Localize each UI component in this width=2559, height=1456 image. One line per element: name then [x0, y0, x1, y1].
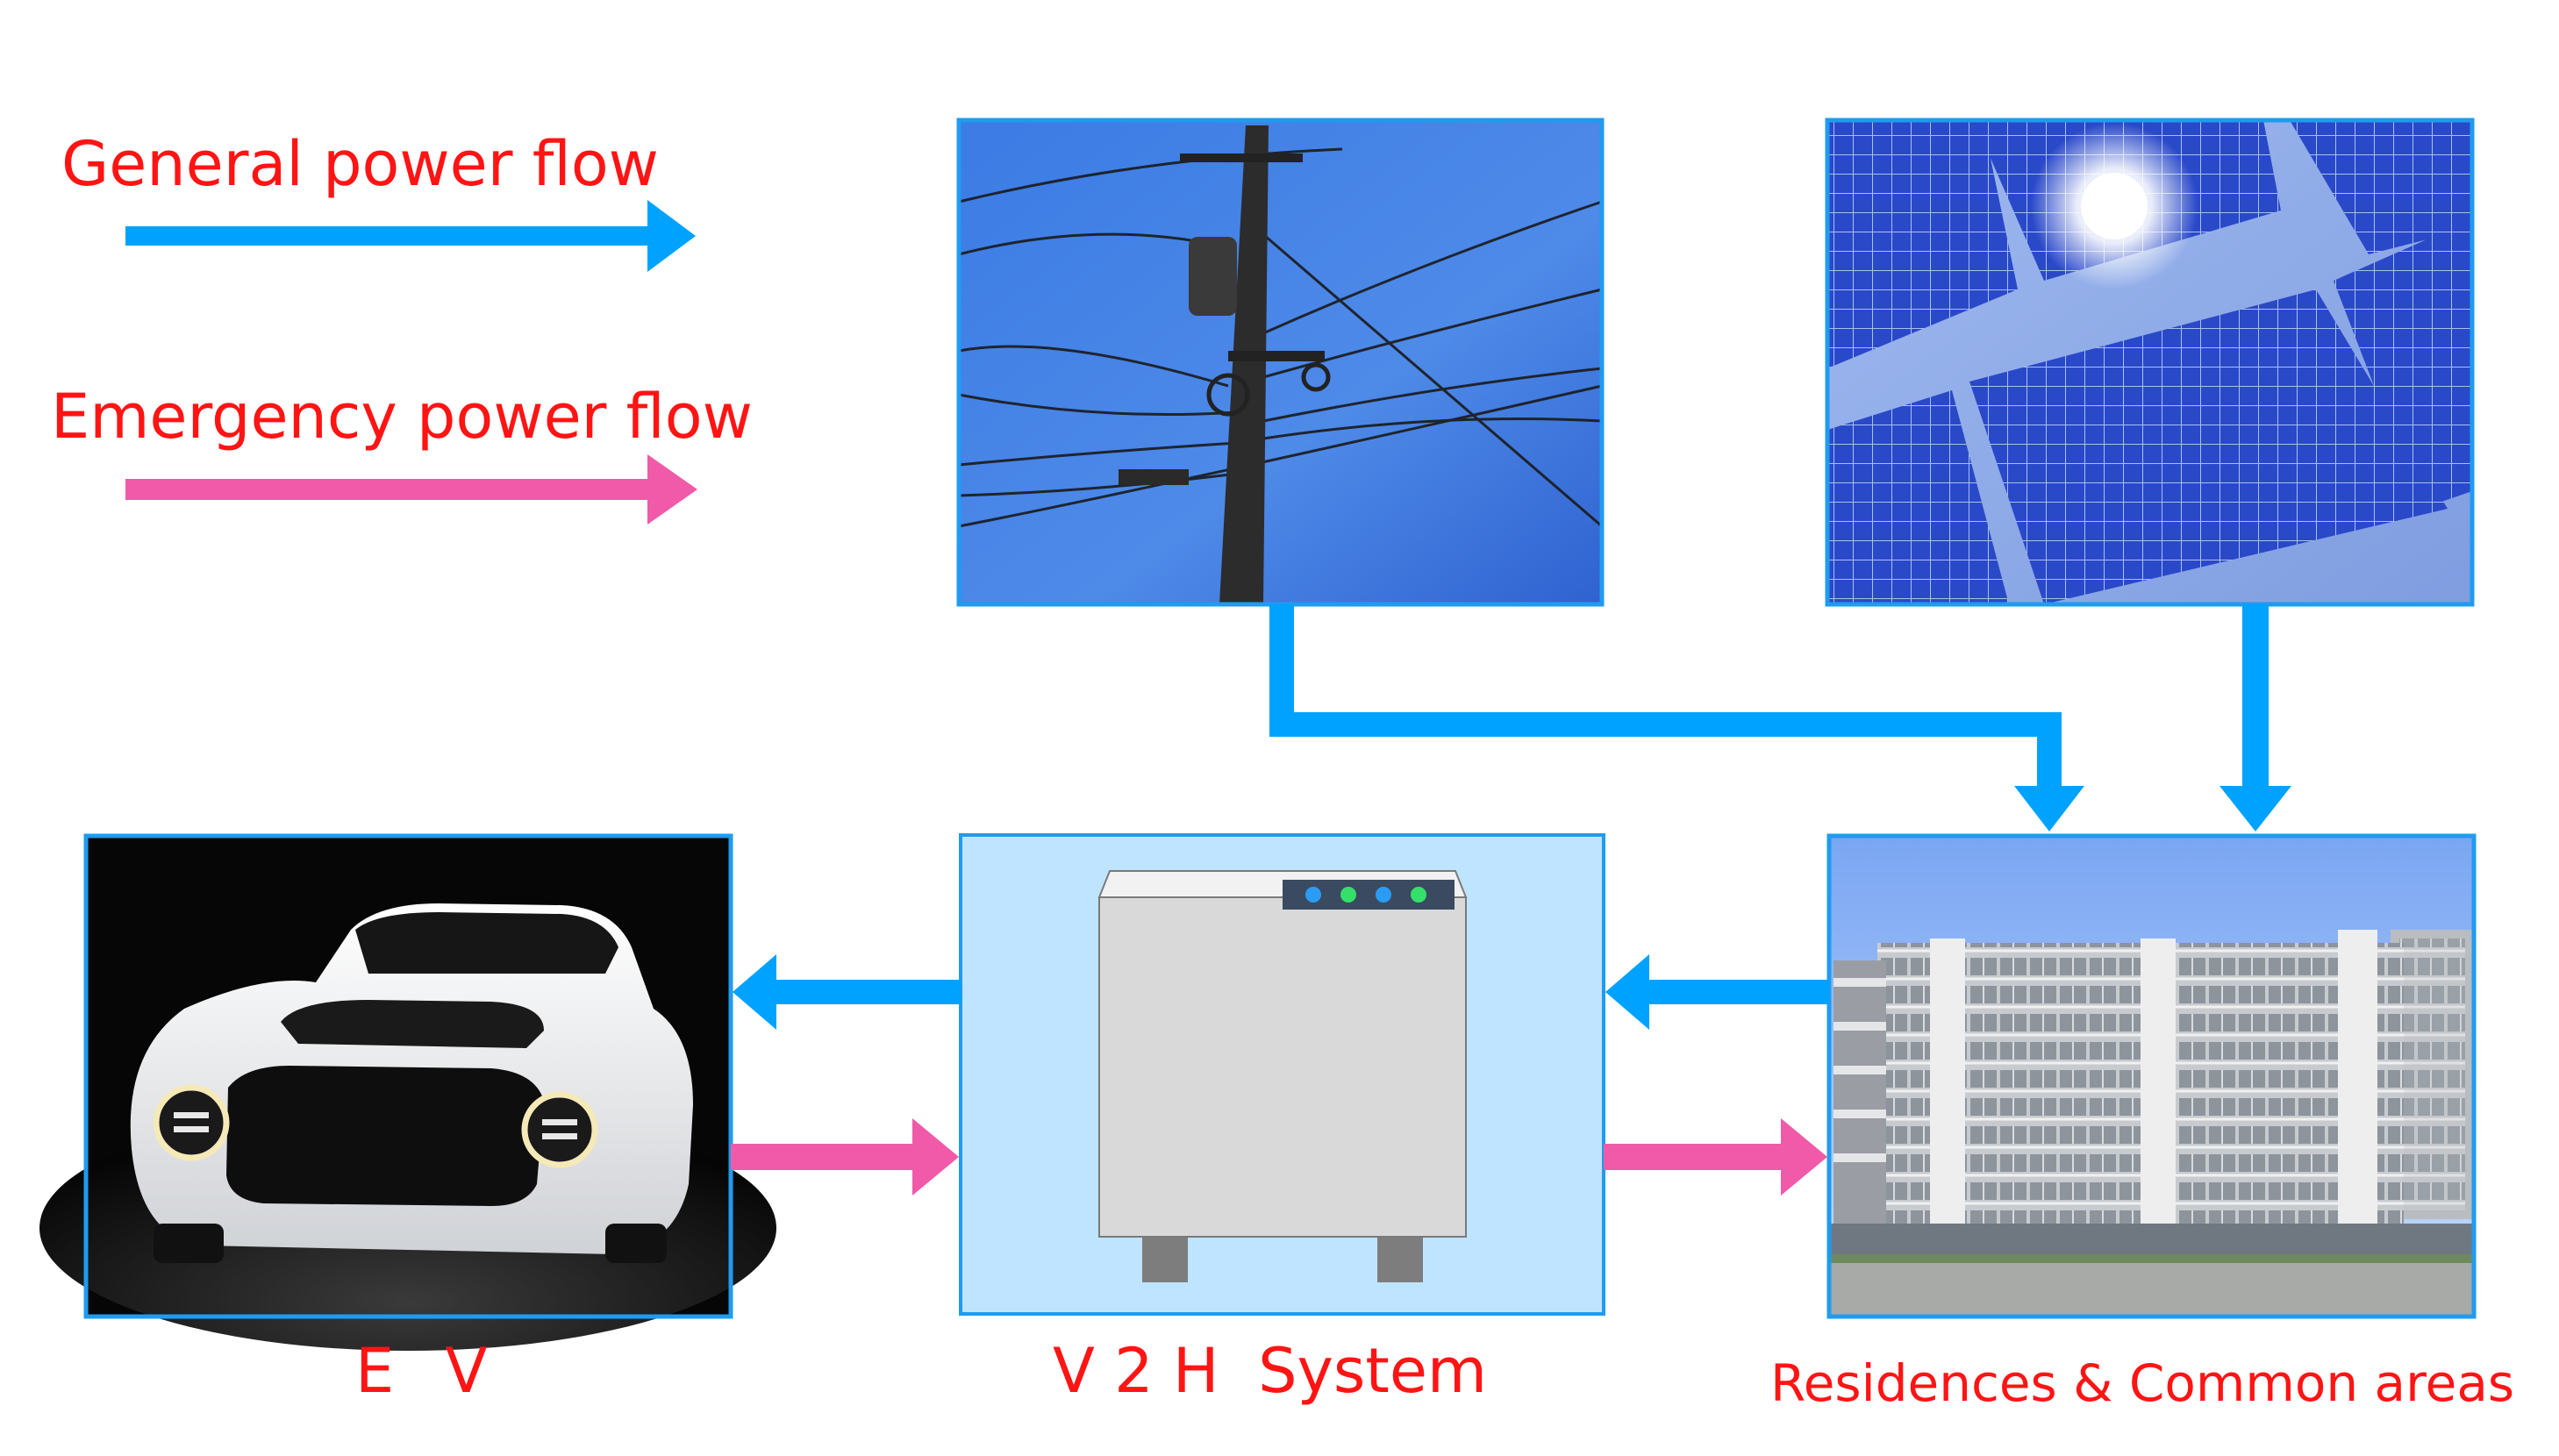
- v2h-to-residences-arrow: [1604, 1118, 1827, 1195]
- electric-car-icon: [39, 833, 776, 1351]
- solar-to-residences-arrow: [2219, 604, 2291, 831]
- residences-to-v2h-arrow: [1605, 954, 1829, 1030]
- apartment-building-icon: [1826, 833, 2477, 1319]
- residences-label: Residences & Common areas: [1770, 1353, 2515, 1413]
- ev-label: E V: [355, 1335, 504, 1407]
- legend-general-arrow: [125, 200, 696, 272]
- legend-emergency-arrow: [125, 454, 697, 525]
- general-power-flow-label: General power flow: [61, 128, 659, 200]
- v2h-system-label: V 2 H System: [1053, 1335, 1488, 1407]
- utility-pole-icon: [956, 118, 1605, 607]
- emergency-power-flow-label: Emergency power flow: [51, 381, 753, 453]
- v2h-to-ev-arrow: [733, 954, 961, 1030]
- solar-panel-icon: [1825, 118, 2475, 607]
- v2h-unit-icon: [959, 833, 1605, 1316]
- ev-to-v2h-arrow: [731, 1118, 959, 1195]
- grid-to-residences-arrow: [1269, 604, 2084, 831]
